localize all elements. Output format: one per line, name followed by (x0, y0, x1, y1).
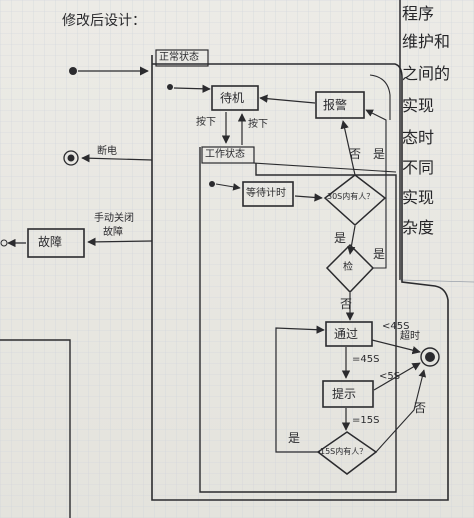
final-state-dot (425, 352, 435, 362)
decision-bottom (316, 431, 378, 475)
working-label-box (201, 146, 255, 164)
decision-bottom-label: 15S内有人？ (320, 447, 368, 456)
state-pass-label: 通过 (334, 327, 359, 341)
final-state-ring (420, 347, 440, 367)
superstate-label: 正常状态 (159, 52, 199, 63)
label-ge45: =45S (352, 354, 380, 365)
decision-top (323, 174, 387, 227)
state-alarm-box (315, 91, 365, 119)
arrow-loop-to-pass (275, 325, 325, 453)
label-yes-right: 是 (373, 247, 386, 261)
working-state-border (199, 147, 397, 493)
side-note-4: 实现 (402, 96, 435, 115)
power-off-final-ring (63, 150, 79, 166)
decision-mid-label: 检 (343, 262, 353, 273)
transition-power-off: 断电 (97, 146, 117, 157)
state-fault-label: 故障 (38, 235, 63, 249)
arrow-power-off (81, 154, 153, 163)
label-yes-mid: 是 (334, 231, 347, 245)
transition-press-2: 按下 (248, 119, 268, 130)
side-note-7: 实现 (402, 188, 435, 207)
label-yes-bottom: 是 (288, 431, 301, 445)
side-note-6: 不同 (402, 158, 435, 177)
arrow-decision-yes-to-alarm (365, 109, 387, 269)
label-overtime: 超时 (400, 331, 420, 342)
state-prompt-box (322, 380, 374, 408)
label-no-mid: 否 (340, 297, 353, 311)
side-note-1: 程序 (402, 4, 435, 23)
side-note-3: 之间的 (402, 64, 451, 83)
state-alarm-label: 报警 (323, 98, 348, 112)
label-lt5: <5S (379, 371, 401, 382)
lower-left-frame (0, 339, 71, 518)
arrow-decision-no-to-alarm (340, 120, 356, 176)
side-note-2: 维护和 (402, 32, 451, 51)
inner-initial-dot (167, 84, 173, 90)
label-lt45: <45S (382, 321, 410, 332)
decision-top-label: 30S内有人？ (327, 192, 375, 201)
transition-fault: 故障 (103, 227, 123, 238)
state-fault-box (27, 228, 85, 258)
transition-press: 按下 (196, 117, 216, 128)
superstate-label-box (155, 49, 209, 67)
label-yes-top: 是 (373, 147, 386, 161)
diagram-title: 修改后设计： (62, 13, 146, 29)
state-prompt-label: 提示 (332, 387, 357, 401)
state-count-time-label: 等待计时 (246, 188, 286, 199)
state-working-label: 工作状态 (205, 149, 245, 160)
transition-manual-off: 手动关闭 (94, 213, 134, 224)
label-eq15: =15S (352, 415, 380, 426)
superstate-normal-border (151, 55, 449, 501)
state-count-time-box (242, 181, 294, 207)
arrow-alarm-to-standby (259, 94, 316, 104)
side-note-8: 杂度 (402, 218, 435, 237)
state-standby-box (211, 85, 259, 111)
label-no-bottom: 否 (414, 401, 427, 415)
arrow-to-fault (87, 237, 153, 247)
state-pass-box (325, 321, 373, 347)
state-standby-label: 待机 (220, 91, 245, 105)
initial-state-dot (69, 67, 77, 75)
decision-mid (325, 243, 375, 294)
side-note-5: 态时 (402, 128, 435, 147)
label-no-top: 否 (349, 147, 362, 161)
